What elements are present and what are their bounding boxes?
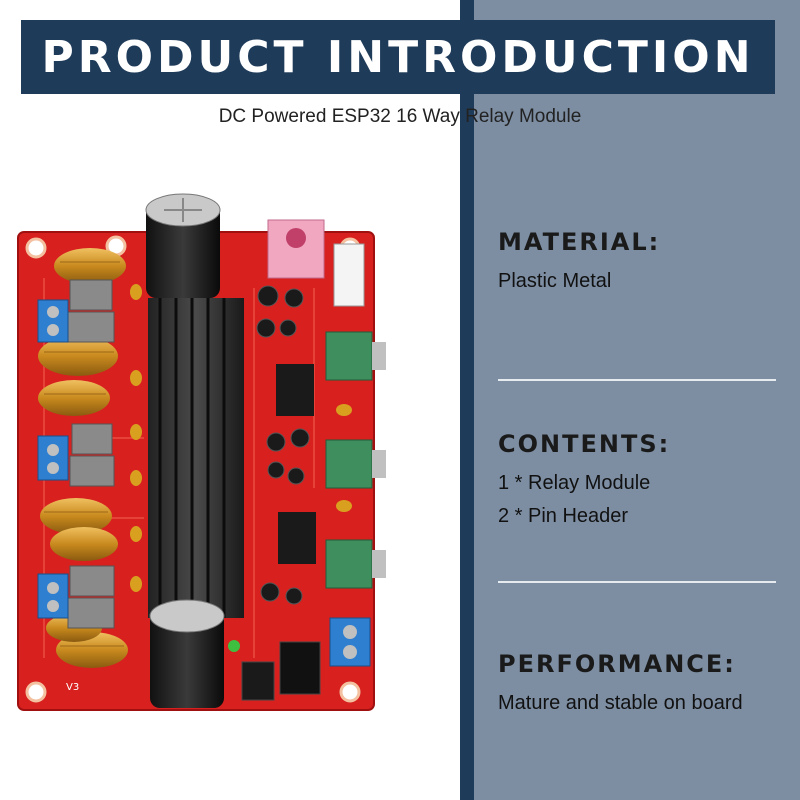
product-subtitle: DC Powered ESP32 16 Way Relay Module [218, 106, 582, 127]
led-green [228, 640, 240, 652]
regulator [241, 661, 275, 701]
contents-heading: CONTENTS: [498, 430, 671, 458]
performance-section: PERFORMANCE: Mature and stable on board [498, 650, 788, 715]
performance-text: Mature and stable on board [498, 692, 743, 714]
board-label-v3: V3 [66, 682, 79, 693]
ic-chips [276, 364, 316, 564]
mount-hole [25, 237, 47, 259]
right-panel [462, 0, 800, 800]
material-section: MATERIAL: Plastic Metal [498, 228, 788, 293]
dc-jack [279, 641, 321, 695]
contents-section: CONTENTS: 1 * Relay Module 2 * Pin Heade… [498, 430, 788, 528]
contents-item: 2 * Pin Header [498, 505, 629, 527]
contents-item: 1 * Relay Module [498, 472, 651, 494]
capacitor-large [146, 202, 220, 298]
screw-terminals [37, 299, 371, 667]
performance-heading: PERFORMANCE: [498, 650, 736, 678]
product-image: V3 [17, 193, 386, 711]
mount-hole [339, 681, 361, 703]
potentiometers [325, 331, 386, 589]
page-title: PRODUCT INTRODUCTION [41, 31, 755, 83]
heatsink [148, 298, 244, 618]
capacitor-large [150, 608, 224, 708]
section-divider [498, 581, 776, 583]
title-banner: PRODUCT INTRODUCTION [21, 20, 775, 94]
pin-header [333, 243, 365, 307]
section-divider [498, 379, 776, 381]
material-text: Plastic Metal [498, 270, 612, 292]
mount-hole [25, 681, 47, 703]
material-heading: MATERIAL: [498, 228, 661, 256]
panel-divider [460, 0, 474, 800]
